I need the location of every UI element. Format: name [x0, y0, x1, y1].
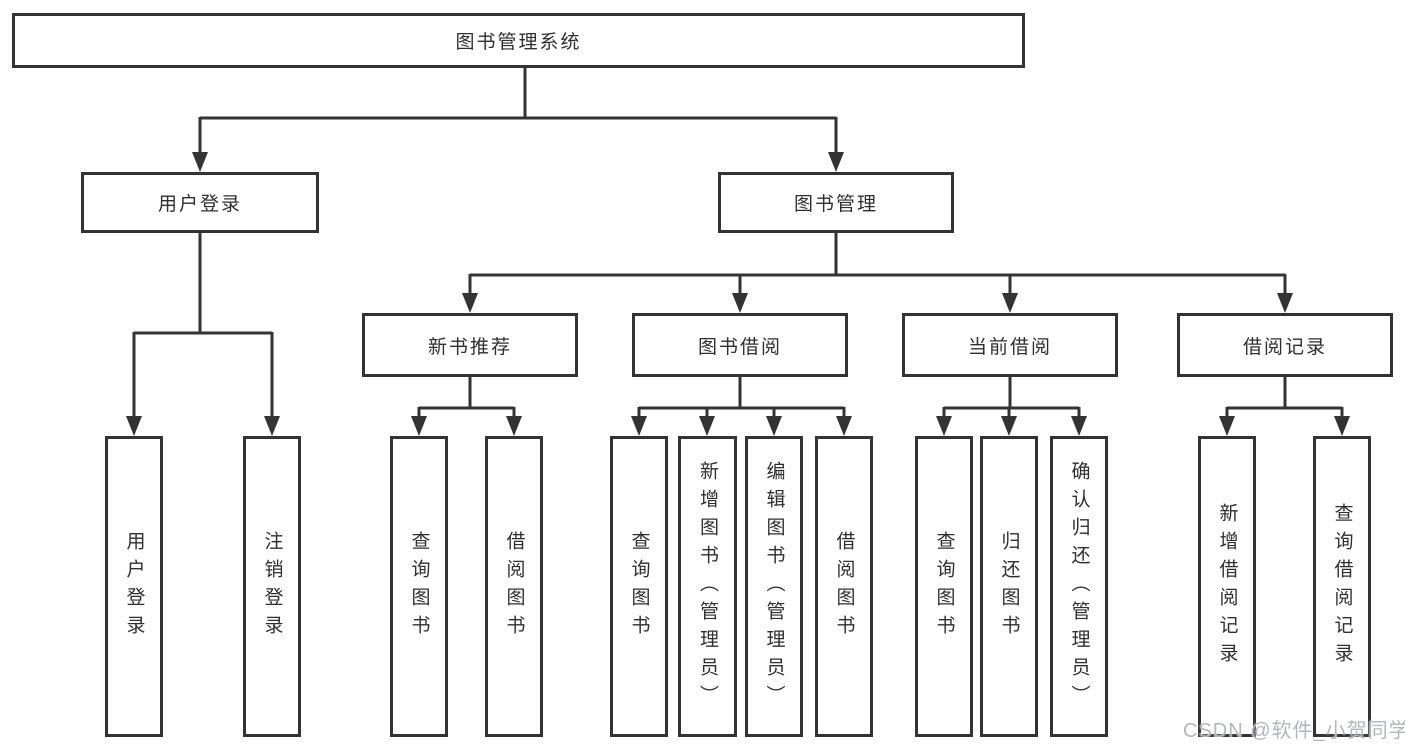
arrow-down-icon [192, 152, 208, 172]
leaf-user-login: 用户登录 [105, 436, 163, 737]
leaf-add-borrow-record: 新增借阅记录 [1198, 436, 1256, 737]
arrow-down-icon [1071, 416, 1087, 436]
leaf-query-books-recommend-label: 查询图书 [408, 530, 430, 643]
arrow-down-icon [264, 416, 280, 436]
arrowheads [126, 152, 1350, 436]
leaf-add-book-admin: 新增图书（管理员） [678, 436, 737, 737]
node-borrow-records: 借阅记录 [1177, 313, 1393, 377]
arrow-down-icon [766, 416, 782, 436]
node-root-label: 图书管理系统 [455, 32, 582, 53]
arrow-down-icon [126, 416, 142, 436]
leaf-query-borrow-record-label: 查询借阅记录 [1331, 502, 1353, 671]
node-current-borrow-label: 当前借阅 [967, 336, 1052, 358]
arrow-down-icon [1001, 416, 1017, 436]
leaf-edit-book-admin-label: 编辑图书（管理员） [763, 460, 785, 713]
leaf-add-book-admin-label: 新增图书（管理员） [697, 460, 718, 713]
leaf-edit-book-admin: 编辑图书（管理员） [745, 436, 803, 737]
node-user-login: 用户登录 [81, 172, 319, 233]
leaf-query-books-current: 查询图书 [915, 436, 973, 737]
connector-root [198, 66, 838, 156]
leaf-query-books-borrow-label: 查询图书 [628, 530, 650, 643]
leaf-query-borrow-record: 查询借阅记录 [1313, 436, 1371, 737]
arrow-down-icon [836, 416, 852, 436]
arrow-down-icon [1277, 293, 1293, 313]
arrow-down-icon [828, 152, 844, 172]
node-root: 图书管理系统 [12, 13, 1025, 68]
arrow-down-icon [462, 293, 478, 313]
arrow-down-icon [1002, 293, 1018, 313]
leaf-query-books-current-label: 查询图书 [933, 530, 955, 643]
leaf-user-login-label: 用户登录 [123, 530, 145, 643]
leaf-borrow-books-recommend: 借阅图书 [485, 436, 543, 737]
arrow-down-icon [631, 416, 647, 436]
leaf-logout-label: 注销登录 [261, 530, 283, 643]
leaf-borrow-books: 借阅图书 [815, 436, 873, 737]
connector-user-login [132, 233, 274, 421]
node-book-borrow: 图书借阅 [632, 313, 848, 377]
node-book-management-label: 图书管理 [793, 194, 878, 215]
connector-current-borrow [942, 377, 1081, 421]
node-new-book-recommend: 新书推荐 [362, 313, 578, 377]
leaf-return-books-label: 归还图书 [998, 530, 1020, 643]
connector-new-book-recommend [417, 377, 516, 421]
node-book-management: 图书管理 [718, 172, 954, 233]
node-book-borrow-label: 图书借阅 [697, 336, 782, 358]
connector-book-borrow [637, 377, 846, 421]
node-new-book-recommend-label: 新书推荐 [427, 336, 512, 358]
connector-book-management [468, 233, 1287, 297]
arrow-down-icon [699, 416, 715, 436]
arrow-down-icon [1334, 416, 1350, 436]
leaf-logout: 注销登录 [243, 436, 301, 737]
node-current-borrow: 当前借阅 [902, 313, 1118, 377]
arrow-down-icon [1219, 416, 1235, 436]
leaf-confirm-return-admin-label: 确认归还（管理员） [1068, 460, 1090, 713]
node-borrow-records-label: 借阅记录 [1242, 336, 1327, 358]
arrow-down-icon [732, 293, 748, 313]
connector-borrow-records [1225, 377, 1344, 421]
leaf-borrow-books-recommend-label: 借阅图书 [503, 530, 525, 643]
node-user-login-label: 用户登录 [157, 194, 242, 215]
leaf-confirm-return-admin: 确认归还（管理员） [1050, 436, 1108, 737]
leaf-query-books-borrow: 查询图书 [610, 436, 668, 737]
arrow-down-icon [936, 416, 952, 436]
leaf-add-borrow-record-label: 新增借阅记录 [1216, 502, 1238, 671]
leaf-return-books: 归还图书 [980, 436, 1038, 737]
arrow-down-icon [506, 416, 522, 436]
leaf-query-books-recommend: 查询图书 [390, 436, 448, 737]
leaf-borrow-books-label: 借阅图书 [833, 530, 855, 643]
arrow-down-icon [411, 416, 427, 436]
